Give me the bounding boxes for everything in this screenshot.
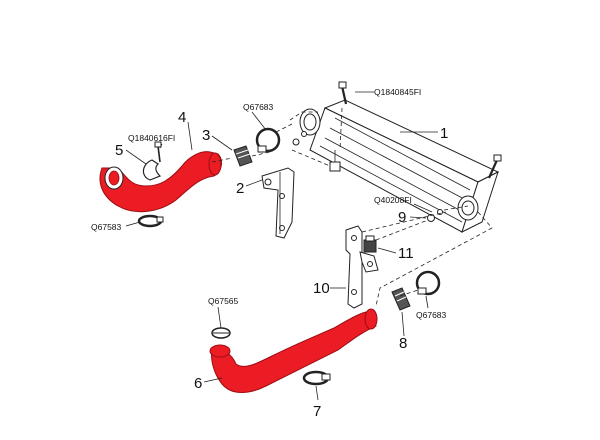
- callout-3: 3: [202, 127, 210, 144]
- assembly-lines: [211, 107, 493, 307]
- callout-5: 5: [115, 142, 123, 159]
- callout-9: 9: [398, 209, 406, 226]
- hose-bracket-icon: [142, 141, 162, 181]
- intercooler: [299, 99, 500, 233]
- callout-10: 10: [313, 280, 330, 297]
- callout-7: 7: [313, 403, 321, 420]
- clamp-right-icon: [415, 270, 441, 296]
- callout-1: 1: [440, 125, 448, 142]
- code-clamp-upper-hose: Q67583: [91, 222, 122, 232]
- hose-upper: [99, 151, 222, 213]
- callout-2: 2: [236, 180, 244, 197]
- nut-icon: [292, 131, 307, 146]
- clip-left-icon: [233, 145, 253, 167]
- code-bolt-top: Q1840845FI: [374, 87, 421, 97]
- clip-right-icon: [391, 287, 411, 311]
- code-clamp-lower-hose: Q67565: [208, 296, 239, 306]
- code-bolt-upper-hose: Q1840616FI: [128, 133, 175, 143]
- bracket-right: [345, 225, 379, 309]
- bolt-right-icon: [487, 154, 502, 179]
- callout-4: 4: [178, 109, 186, 126]
- clamp-upper-hose-icon: [137, 214, 164, 228]
- code-washer: Q40208FI: [374, 195, 412, 205]
- bracket-left: [261, 167, 295, 239]
- code-clamp-top: Q67683: [243, 102, 274, 112]
- clamp-lower-icon: [302, 370, 331, 386]
- mount-right-icon: [363, 235, 377, 253]
- code-clamp-right: Q67683: [416, 310, 447, 320]
- washer-icon: [427, 209, 443, 222]
- clamp-lower-hose-icon: [211, 327, 231, 339]
- callout-11: 11: [398, 245, 414, 262]
- bolt-top-icon: [338, 81, 348, 105]
- leader-lines: [125, 91, 438, 401]
- callout-6: 6: [194, 375, 202, 392]
- callout-8: 8: [399, 335, 407, 352]
- clamp-top-icon: [255, 127, 281, 153]
- hose-lower: [209, 308, 378, 393]
